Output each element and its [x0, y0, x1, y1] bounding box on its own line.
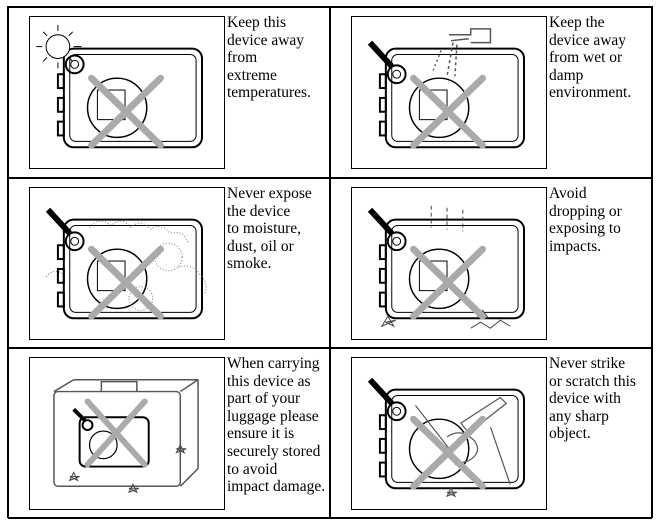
- warning-caption: Never expose the device to moisture, dus…: [227, 185, 312, 273]
- prohibited-cross-icon: [410, 415, 487, 490]
- radio-device-icon: [45, 207, 203, 320]
- illustration-luggage: [29, 357, 225, 510]
- warning-caption: Keep this device away from extreme tempe…: [227, 14, 311, 102]
- knife-icon: [414, 396, 511, 498]
- radio-device-icon: [367, 377, 525, 490]
- warning-cell-temperature: Keep this device away from extreme tempe…: [8, 7, 330, 178]
- warning-cell-luggage: When carrying this device as part of you…: [8, 348, 330, 519]
- drop-impact-icon: [380, 205, 511, 329]
- prohibited-cross-icon: [410, 245, 487, 320]
- prohibited-cross-icon: [88, 74, 165, 149]
- prohibited-cross-icon: [410, 74, 487, 149]
- prohibited-cross-icon: [88, 245, 165, 320]
- radio-device-icon: [56, 47, 203, 149]
- safety-warnings-grid: Keep this device away from extreme tempe…: [7, 6, 653, 519]
- impact-star-icon: [68, 443, 187, 494]
- radio-device-icon: [72, 407, 150, 468]
- radio-luggage-illustration: [53, 378, 199, 494]
- illustration-wet: [351, 16, 547, 169]
- radio-water-illustration: [367, 28, 525, 149]
- dust-cloud-icon: [45, 220, 207, 311]
- radio-sun-illustration: [36, 24, 203, 149]
- radio-device-icon: [367, 40, 525, 149]
- illustration-impact: [351, 187, 547, 340]
- radio-knife-illustration: [367, 377, 525, 498]
- warning-cell-wet: Keep the device away from wet or damp en…: [330, 7, 652, 178]
- warning-cell-sharp: Never strike or scratch this device with…: [330, 348, 652, 519]
- suitcase-icon: [53, 378, 199, 488]
- radio-dust-illustration: [45, 207, 207, 320]
- warning-caption: Never strike or scratch this device with…: [549, 355, 636, 443]
- radio-device-icon: [367, 207, 525, 320]
- sun-icon: [36, 24, 82, 69]
- warning-caption: Avoid dropping or exposing to impacts.: [549, 185, 622, 255]
- water-tap-icon: [432, 28, 492, 77]
- warning-caption: Keep the device away from wet or damp en…: [549, 14, 632, 102]
- warning-caption: When carrying this device as part of you…: [227, 355, 326, 496]
- illustration-temperature: [29, 16, 225, 169]
- radio-drop-illustration: [367, 205, 525, 329]
- warning-cell-impact: Avoid dropping or exposing to impacts.: [330, 178, 652, 348]
- illustration-sharp: [351, 357, 547, 510]
- illustration-moisture: [29, 187, 225, 340]
- prohibited-cross-icon: [84, 398, 148, 468]
- warning-cell-moisture: Never expose the device to moisture, dus…: [8, 178, 330, 348]
